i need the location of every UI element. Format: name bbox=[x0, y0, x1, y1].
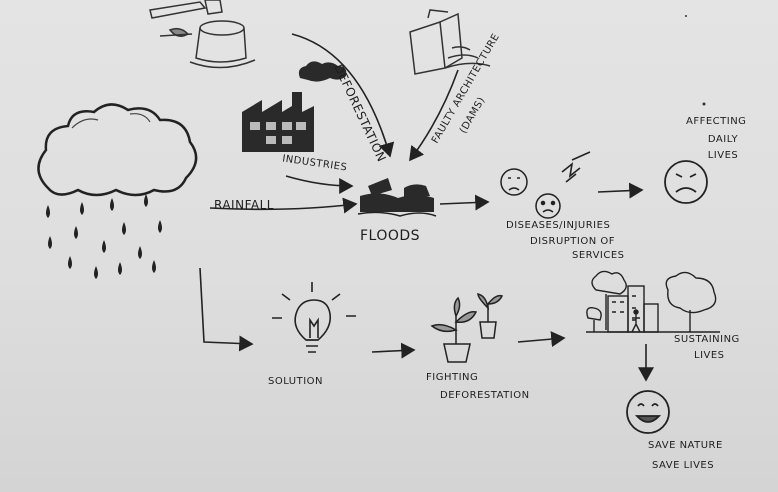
disruption-label: Disruption of bbox=[530, 236, 616, 247]
flow-arrows bbox=[199, 33, 654, 382]
save-nature-label: Save Nature bbox=[648, 440, 723, 451]
rainfall-label: Rainfall bbox=[214, 198, 274, 212]
affecting-label: Affecting bbox=[686, 116, 747, 127]
lives-label: Lives bbox=[694, 350, 725, 361]
fighting-label: Fighting bbox=[426, 372, 479, 383]
save-lives-label: Save Lives bbox=[652, 460, 715, 471]
sustaining-label: Sustaining bbox=[674, 334, 740, 345]
daily-lives-label: Daily Lives bbox=[707, 134, 739, 161]
rain-drops bbox=[46, 194, 162, 279]
sick-face-icon bbox=[500, 168, 561, 219]
rain-cloud-icon bbox=[37, 103, 198, 197]
tree-stump-icon bbox=[149, 0, 256, 69]
diseases-injuries-label: Diseases/Injuries bbox=[506, 220, 611, 231]
decorative-dots bbox=[685, 15, 706, 106]
deforestation-solution-label: Deforestation bbox=[440, 390, 530, 401]
floods-label: Floods bbox=[360, 228, 421, 244]
light-bulb-icon bbox=[272, 282, 356, 353]
sad-face-icon bbox=[664, 160, 708, 204]
factory-icon bbox=[242, 61, 347, 152]
city-nature-icon bbox=[586, 270, 720, 333]
flood-icon bbox=[357, 178, 437, 217]
solution-label: Solution bbox=[268, 376, 324, 387]
happy-face-icon bbox=[626, 390, 670, 434]
services-label: Services bbox=[572, 250, 625, 261]
injury-icon bbox=[561, 151, 591, 183]
dam-icon bbox=[409, 9, 491, 75]
potted-plant-icon bbox=[430, 293, 504, 363]
